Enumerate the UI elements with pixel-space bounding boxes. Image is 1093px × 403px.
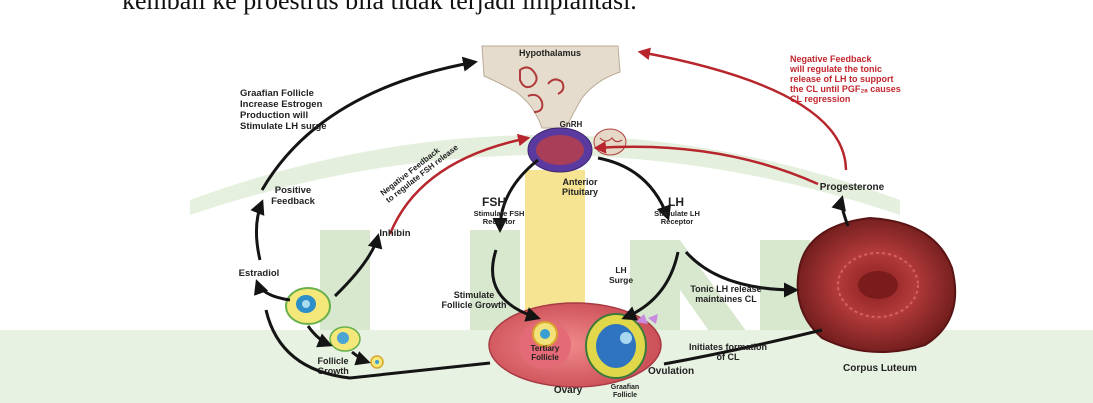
progesterone-label: Progesterone: [820, 182, 885, 193]
fsh-label: FSH: [482, 195, 506, 209]
initiates-cl-label-1: Initiates formation: [689, 342, 767, 352]
anterior-pituitary-gland: [528, 128, 626, 172]
hypothalamus-block: Hypothalamus GnRH: [482, 46, 620, 129]
graafian-note-2: Increase Estrogen: [240, 99, 323, 110]
fsh-sub-2: Receptor: [483, 217, 516, 226]
initiates-cl-label-2: of CL: [717, 352, 740, 362]
corpus-luteum-label: Corpus Luteum: [843, 363, 917, 374]
stimulate-follicle-label-2: Follicle Growth: [441, 300, 506, 310]
ovulation-label: Ovulation: [648, 366, 694, 377]
graafian-follicle-label-2: Follicle: [613, 392, 637, 399]
corpus-luteum-shape: [798, 218, 956, 352]
positive-feedback-label-2: Feedback: [271, 196, 316, 207]
stimulate-follicle-label-1: Stimulate: [454, 290, 495, 300]
neg-lh-line-1: Negative Feedback: [790, 54, 873, 64]
tonic-lh-label-1: Tonic LH release: [690, 284, 761, 294]
estradiol-label: Estradiol: [239, 268, 280, 279]
hypothalamus-label: Hypothalamus: [519, 48, 581, 58]
graafian-follicle-label-1: Graafian: [611, 384, 639, 391]
lh-surge-label-1: LH: [615, 265, 626, 275]
follicle-growth-label-1: Follicle: [317, 356, 348, 366]
neg-lh-line-3: release of LH to support: [790, 74, 894, 84]
tertiary-follicle-label-1: Tertiary: [531, 344, 560, 353]
lh-label: LH: [668, 195, 684, 209]
arrow-cl-progesterone: [842, 198, 848, 226]
lh-sub-2: Receptor: [661, 217, 694, 226]
arrow-follicle-estradiol: [257, 282, 290, 300]
tertiary-follicle-label-2: Follicle: [531, 353, 559, 362]
neg-lh-line-4: the CL until PGF₂ₐ causes: [790, 84, 901, 94]
graafian-note-1: Graafian Follicle: [240, 88, 314, 99]
inhibin-label: Inhibin: [379, 228, 410, 239]
tonic-lh-label-2: maintaines CL: [695, 294, 757, 304]
neg-lh-line-5: CL regression: [790, 94, 850, 104]
ovary-shape: [489, 303, 661, 387]
positive-feedback-label-1: Positive: [275, 185, 311, 196]
graafian-note-4: Stimulate LH surge: [240, 121, 327, 132]
ovary-label: Ovary: [554, 385, 583, 396]
neg-lh-line-2: will regulate the tonic: [789, 64, 882, 74]
anterior-label-2: Pituitary: [562, 187, 598, 197]
arrow-estradiol-positive-feedback: [256, 202, 262, 260]
lh-surge-label-2: Surge: [609, 275, 633, 285]
graafian-note-3: Production will: [240, 110, 308, 121]
anterior-label-1: Anterior: [562, 177, 598, 187]
